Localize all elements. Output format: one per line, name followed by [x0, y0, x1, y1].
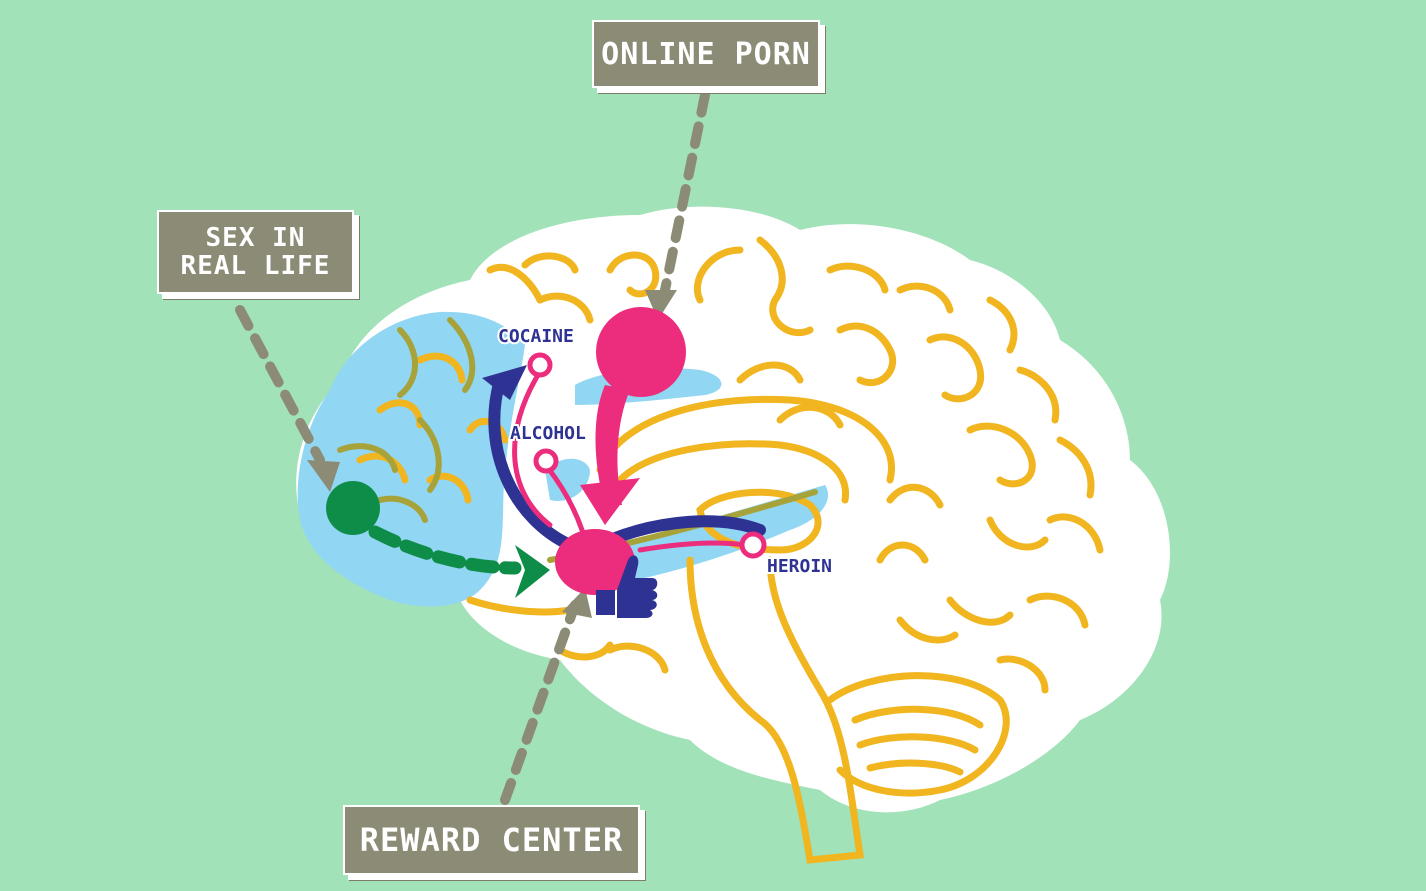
reward-center-arrowhead [562, 588, 592, 618]
thumbs-up-icon [596, 555, 658, 618]
reward-center-text: REWARD CENTER [359, 821, 624, 859]
heroin-pink-line [637, 540, 748, 553]
cocaine-node [527, 352, 553, 378]
online-porn-pointer [660, 90, 710, 295]
online-porn-arrowhead [645, 290, 677, 320]
cocaine-pathway [488, 374, 576, 551]
alcohol-node [533, 448, 559, 474]
cocaine-arrowhead [482, 365, 527, 400]
green-dashed-path [368, 525, 522, 575]
porn-dopamine-arrowhead [580, 478, 640, 525]
reward-center-pointer [500, 600, 580, 805]
cocaine-label: COCAINE [498, 326, 574, 347]
reward-center-node [555, 529, 635, 595]
green-pathway [326, 481, 550, 598]
sex-real-life-pointer [235, 305, 325, 465]
online-porn-label: ONLINE PORN [592, 20, 820, 88]
brain-silhouette [296, 206, 1170, 813]
navy-pathways [488, 374, 766, 551]
sex-in-real-life-line1: SEX IN [205, 223, 306, 253]
green-arrowhead [515, 545, 550, 598]
cocaine-pink-line [512, 372, 553, 528]
porn-dopamine-pathway [595, 385, 630, 505]
pink-pathways [512, 307, 767, 595]
sex-real-life-arrowhead [307, 460, 340, 492]
heroin-pathway [604, 515, 766, 546]
sex-in-real-life-line2: REAL LIFE [180, 251, 331, 281]
reward-center-label: REWARD CENTER [343, 805, 640, 875]
heroin-node [739, 531, 767, 559]
heroin-label: HEROIN [767, 556, 832, 577]
prefrontal-node [326, 481, 380, 535]
alcohol-label: ALCOHOL [510, 423, 586, 444]
online-porn-text: ONLINE PORN [601, 36, 811, 72]
sex-in-real-life-label: SEX IN REAL LIFE [157, 210, 354, 294]
label-pointers [235, 90, 710, 805]
striatum-region [545, 458, 590, 501]
ventral-tegmental-node [596, 307, 686, 397]
pointer-arrowheads [307, 290, 677, 618]
brain-gyri [356, 236, 1104, 864]
alcohol-pink-line [545, 465, 585, 533]
